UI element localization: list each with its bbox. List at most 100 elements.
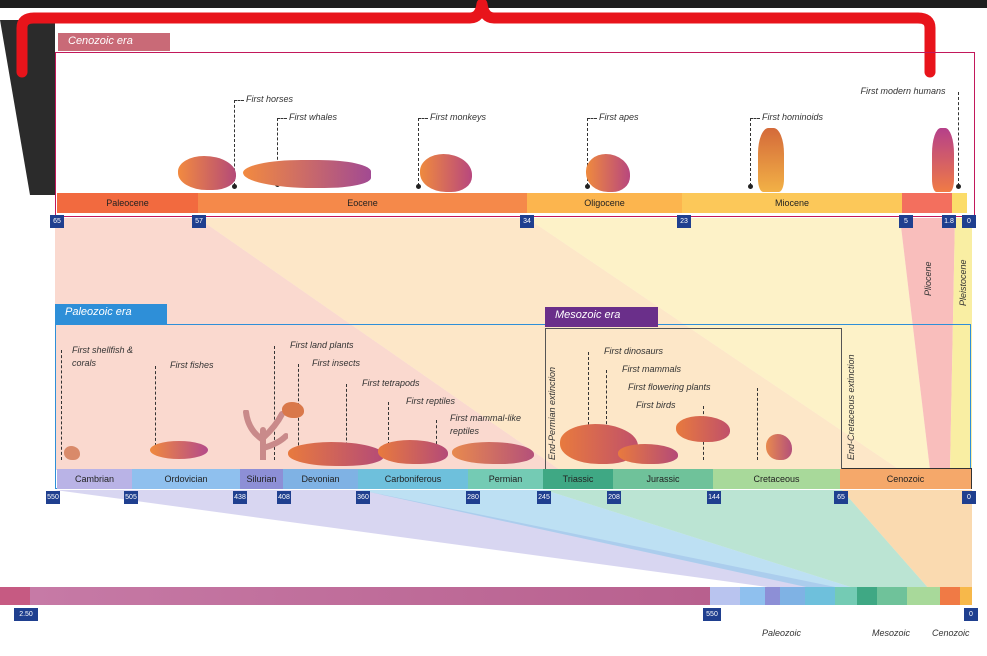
event-line <box>234 100 235 186</box>
tetrapod-illustration <box>288 442 384 466</box>
number-box: 0 <box>962 491 976 504</box>
period-devonian: Devonian <box>283 469 358 489</box>
number-box: 550 <box>703 608 721 621</box>
event-line <box>234 100 244 101</box>
number-box: 0 <box>962 215 976 228</box>
event-first-hominoids: First hominoids <box>762 112 824 122</box>
flowering-plant-illustration <box>766 434 792 460</box>
epoch-miocene: Miocene <box>682 193 902 213</box>
bottom-label-mesozoic: Mesozoic <box>872 628 911 638</box>
number-box: 34 <box>520 215 534 228</box>
epoch-oligocene: Oligocene <box>527 193 682 213</box>
pleistocene-label: Pleistocene <box>958 259 968 306</box>
mesozoic-era-tag: Mesozoic era <box>545 307 658 327</box>
event-line <box>750 118 751 186</box>
number-box: 1.8 <box>942 215 956 228</box>
land-plant-illustration <box>238 409 289 463</box>
end-cretaceous-extinction-label: End-Cretaceous extinction <box>846 354 856 460</box>
cenozoic-era-tag: Cenozoic era <box>58 33 170 51</box>
horse-illustration <box>178 156 236 190</box>
period-permian: Permian <box>468 469 543 489</box>
full-timescale-bar <box>0 587 972 605</box>
event-first-horses: First horses <box>246 94 294 104</box>
event-line <box>757 388 758 460</box>
number-box: 360 <box>356 491 370 504</box>
number-box: 245 <box>537 491 551 504</box>
number-box: 65 <box>834 491 848 504</box>
number-box: 408 <box>277 491 291 504</box>
end-permian-extinction-label: End-Permian extinction <box>547 366 557 460</box>
hominoid-illustration <box>758 128 784 192</box>
event-dot <box>416 184 421 189</box>
event-first-dinosaurs: First dinosaurs <box>604 346 664 356</box>
event-line <box>958 92 959 186</box>
event-line <box>277 118 278 184</box>
event-line <box>418 118 419 186</box>
period-triassic: Triassic <box>543 469 613 489</box>
event-line <box>388 402 389 460</box>
event-first-birds: First birds <box>636 400 676 410</box>
mesozoic-panel <box>545 328 842 489</box>
period-cenozoic: Cenozoic <box>840 469 971 489</box>
event-line <box>274 346 275 460</box>
number-box: 65 <box>50 215 64 228</box>
reptile-illustration <box>378 440 448 464</box>
event-line <box>346 384 347 460</box>
event-dot <box>748 184 753 189</box>
monkey-illustration <box>420 154 472 192</box>
bird-illustration <box>676 416 730 442</box>
number-box: 23 <box>677 215 691 228</box>
event-line <box>418 118 428 119</box>
event-first-whales: First whales <box>289 112 338 122</box>
event-dot <box>232 184 237 189</box>
mammal-illustration <box>618 444 678 464</box>
number-box: 2.50 <box>14 608 38 621</box>
event-first-insects: First insects <box>312 358 361 368</box>
event-line <box>588 352 589 460</box>
number-box: 505 <box>124 491 138 504</box>
cenozoic-epoch-bar: Paleocene Eocene Oligocene Miocene <box>57 193 967 213</box>
bottom-label-cenozoic: Cenozoic <box>932 628 970 638</box>
human-illustration <box>932 128 954 192</box>
event-line <box>606 370 607 460</box>
event-line <box>436 420 437 460</box>
top-dark-bar <box>0 0 987 8</box>
event-line <box>587 118 597 119</box>
mammal-like-reptile-illustration <box>452 442 534 464</box>
event-line <box>750 118 760 119</box>
ape-illustration <box>586 154 630 192</box>
period-silurian: Silurian <box>240 469 283 489</box>
period-ordovician: Ordovician <box>132 469 240 489</box>
event-first-apes: First apes <box>599 112 639 122</box>
period-cambrian: Cambrian <box>57 469 132 489</box>
cenozoic-panel <box>55 52 975 217</box>
event-first-mammals: First mammals <box>622 364 681 374</box>
number-box: 280 <box>466 491 480 504</box>
epoch-paleocene: Paleocene <box>57 193 198 213</box>
event-first-flowering-plants: First flowering plants <box>628 382 711 392</box>
epoch-pliocene-bar <box>902 193 952 213</box>
epoch-pleistocene-bar <box>952 193 967 213</box>
event-dot <box>585 184 590 189</box>
epoch-eocene: Eocene <box>198 193 527 213</box>
event-dot <box>956 184 961 189</box>
whale-illustration <box>243 160 371 188</box>
event-first-tetrapods: First tetrapods <box>362 378 420 388</box>
number-box: 550 <box>46 491 60 504</box>
event-first-land-plants: First land plants <box>290 340 354 350</box>
number-box: 438 <box>233 491 247 504</box>
bottom-label-paleozoic: Paleozoic <box>762 628 802 638</box>
pliocene-label: Pliocene <box>923 261 933 296</box>
event-first-mammal-like-reptiles: First mammal-like reptiles <box>450 413 521 436</box>
event-first-fishes: First fishes <box>170 360 214 370</box>
paleozoic-era-tag: Paleozoic era <box>55 304 167 324</box>
event-first-shellfish-corals: First shellfish & corals <box>72 345 134 368</box>
red-bracket-annotation <box>16 0 936 78</box>
number-box: 144 <box>707 491 721 504</box>
event-first-reptiles: First reptiles <box>406 396 456 406</box>
shellfish-illustration <box>64 446 80 460</box>
period-cretaceous: Cretaceous <box>713 469 840 489</box>
event-first-modern-humans: First modern humans <box>860 86 946 96</box>
fish-illustration <box>150 441 208 459</box>
number-box: 208 <box>607 491 621 504</box>
